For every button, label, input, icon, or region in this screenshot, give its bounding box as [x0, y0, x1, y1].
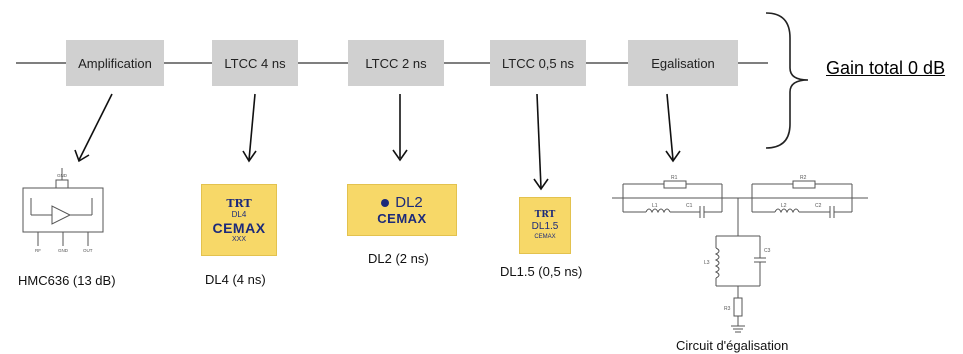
- chip-part-number: DL4: [231, 209, 247, 219]
- block-egalisation: Egalisation: [628, 40, 738, 86]
- eq-label-l2: L2: [781, 203, 787, 209]
- chip-brand: CEMAX: [534, 234, 556, 240]
- eq-label-l1: L1: [652, 203, 658, 209]
- eq-label-r1: R1: [671, 175, 678, 181]
- block-label: LTCC 2 ns: [365, 55, 427, 71]
- caption-equalizer: Circuit d'égalisation: [676, 338, 789, 353]
- block-amplification: Amplification: [66, 40, 164, 86]
- block-ltcc-0-5ns: LTCC 0,5 ns: [490, 40, 586, 86]
- caption-dl1-5: DL1.5 (0,5 ns): [500, 264, 583, 279]
- equalizer-schematic: [612, 180, 868, 333]
- chip-dl1-5: TRT DL1.5 CEMAX: [519, 197, 571, 254]
- chip-part-number: DL2: [395, 194, 423, 211]
- block-label: Egalisation: [651, 55, 715, 71]
- amp-pin-label: OUT: [83, 248, 93, 253]
- block-label: LTCC 0,5 ns: [501, 55, 574, 71]
- chip-brand: CEMAX: [377, 211, 427, 226]
- block-ltcc-4ns: LTCC 4 ns: [212, 40, 298, 86]
- eq-label-l3: L3: [704, 260, 710, 266]
- chip-pin1-dot: [381, 198, 390, 207]
- arrows: [74, 93, 681, 191]
- amp-pin-label: GND: [57, 173, 68, 178]
- eq-label-r3: R3: [724, 306, 731, 312]
- chip-brand: CEMAX: [212, 219, 266, 236]
- caption-hmc636: HMC636 (13 dB): [18, 273, 116, 288]
- eq-label-c3: C3: [764, 248, 771, 254]
- block-label: LTCC 4 ns: [224, 55, 286, 71]
- chip-marking: XXX: [231, 235, 246, 243]
- amp-pin-label: GND: [58, 248, 69, 253]
- total-gain-label: Gain total 0 dB: [826, 58, 946, 78]
- chip-logo: TRT: [226, 196, 252, 210]
- chip-dl4: TRT DL4 CEMAX XXX: [201, 184, 277, 256]
- amp-pin-label: RF: [35, 248, 41, 253]
- chip-logo: TRT: [534, 210, 556, 220]
- chip-dl2: DL2 CEMAX: [347, 184, 457, 236]
- eq-label-c2: C2: [815, 203, 822, 209]
- eq-label-r2: R2: [800, 175, 807, 181]
- grouping-brace: [765, 12, 809, 149]
- eq-label-c1: C1: [686, 203, 693, 209]
- block-ltcc-2ns: LTCC 2 ns: [348, 40, 444, 86]
- caption-dl4: DL4 (4 ns): [205, 272, 266, 287]
- caption-dl2: DL2 (2 ns): [368, 251, 429, 266]
- amplifier-schematic: [22, 168, 104, 246]
- block-label: Amplification: [78, 55, 152, 71]
- chip-part-number: DL1.5: [531, 221, 559, 232]
